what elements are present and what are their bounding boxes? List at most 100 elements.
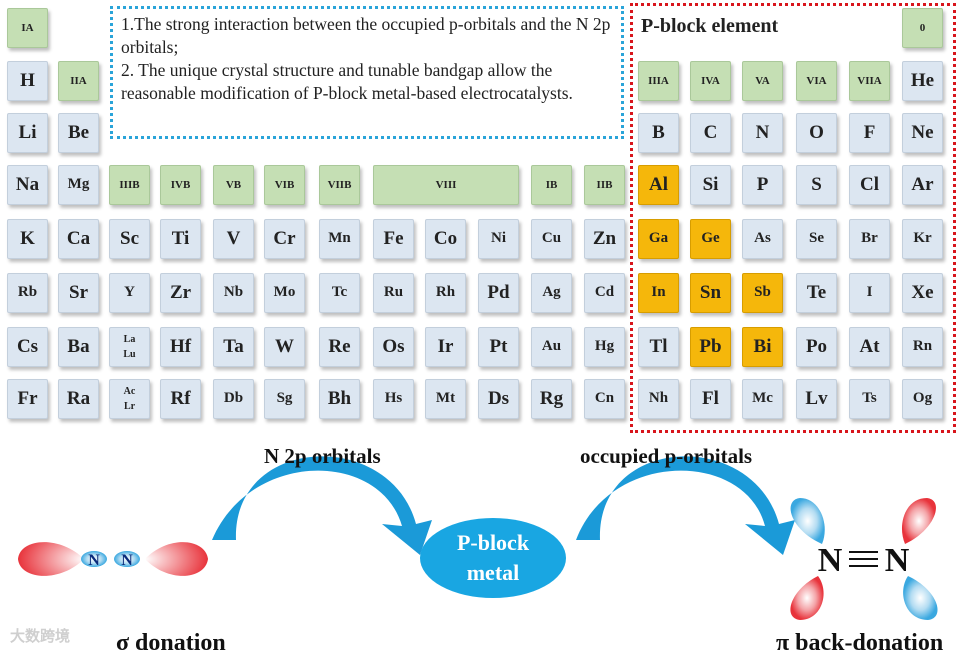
sigma-n-atom-2: N	[121, 552, 133, 569]
element-cell: Tl	[638, 327, 679, 367]
pi-lobe-top-left	[790, 498, 825, 544]
element-cell: Tc	[319, 273, 360, 313]
element-cell: He	[902, 61, 943, 101]
bonding-diagram: N N P-block metal N N	[18, 456, 938, 620]
element-cell: O	[796, 113, 837, 153]
element-cell: Nb	[213, 273, 254, 313]
element-cell: Ra	[58, 379, 99, 419]
n2-pi-molecule: N N	[790, 498, 938, 620]
element-cell: C	[690, 113, 731, 153]
element-cell: Mc	[742, 379, 783, 419]
donation-arrow	[212, 456, 432, 555]
sigma-n-lobe-1	[81, 551, 107, 567]
sigma-n-atom-1: N	[88, 552, 100, 569]
back-donation-arrow	[576, 456, 795, 555]
element-cell: Fe	[373, 219, 414, 259]
pi-lobe-bottom-right	[903, 576, 938, 620]
element-cell: Te	[796, 273, 837, 313]
element-cell: Be	[58, 113, 99, 153]
element-cell: Rb	[7, 273, 48, 313]
element-cell: Ca	[58, 219, 99, 259]
element-cell: W	[264, 327, 305, 367]
center-label-line-2: metal	[467, 560, 520, 585]
element-cell: Sg	[264, 379, 305, 419]
element-cell: Lv	[796, 379, 837, 419]
group-label: IIB	[584, 165, 625, 205]
element-cell: N	[742, 113, 783, 153]
group-label: VB	[213, 165, 254, 205]
pi-n-atom-1: N	[818, 542, 843, 579]
element-cell: I	[849, 273, 890, 313]
element-cell: Cl	[849, 165, 890, 205]
element-cell: Cu	[531, 219, 572, 259]
element-cell: Rn	[902, 327, 943, 367]
group-label: IA	[7, 8, 48, 48]
group-label: VIIB	[319, 165, 360, 205]
p-block-title: P-block element	[641, 15, 779, 37]
element-cell: Ds	[478, 379, 519, 419]
occupied-p-orbitals-label: occupied p-orbitals	[580, 444, 753, 468]
element-cell: Os	[373, 327, 414, 367]
sigma-orbital-left-lobe	[18, 542, 84, 576]
group-label: VIA	[796, 61, 837, 101]
element-cell: Na	[7, 165, 48, 205]
element-cell: Po	[796, 327, 837, 367]
element-cell: Ta	[213, 327, 254, 367]
element-cell: Re	[319, 327, 360, 367]
element-cell: Bh	[319, 379, 360, 419]
element-cell: Li	[7, 113, 48, 153]
n2-sigma-molecule: N N	[18, 542, 208, 576]
element-cell: Mn	[319, 219, 360, 259]
sigma-donation-label: σ donation	[116, 630, 226, 656]
element-cell: Br	[849, 219, 890, 259]
element-cell: Sb	[742, 273, 783, 313]
element-cell: Ge	[690, 219, 731, 259]
element-cell: Cd	[584, 273, 625, 313]
element-cell: Co	[425, 219, 466, 259]
element-cell: Cn	[584, 379, 625, 419]
element-cell: Hs	[373, 379, 414, 419]
n2p-orbitals-label: N 2p orbitals	[264, 444, 381, 468]
pi-n-atom-2: N	[885, 542, 910, 579]
element-cell: Ts	[849, 379, 890, 419]
element-cell: Bi	[742, 327, 783, 367]
pi-lobe-top-right	[901, 498, 936, 544]
element-cell: Ni	[478, 219, 519, 259]
element-cell: Ga	[638, 219, 679, 259]
element-cell: Hf	[160, 327, 201, 367]
element-cell: Kr	[902, 219, 943, 259]
element-cell: Pd	[478, 273, 519, 313]
note-box: 1.The strong interaction between the occ…	[110, 6, 624, 139]
group-label: VIB	[264, 165, 305, 205]
element-cell: Rg	[531, 379, 572, 419]
element-cell: In	[638, 273, 679, 313]
group-label: IIA	[58, 61, 99, 101]
element-cell: Ag	[531, 273, 572, 313]
element-cell: Rh	[425, 273, 466, 313]
group-label: IIIA	[638, 61, 679, 101]
element-cell: Sr	[58, 273, 99, 313]
element-cell: Cr	[264, 219, 305, 259]
element-cell: Al	[638, 165, 679, 205]
element-cell: B	[638, 113, 679, 153]
element-cell: As	[742, 219, 783, 259]
group-label: VIII	[373, 165, 519, 205]
p-block-frame	[630, 3, 956, 433]
element-cell: S	[796, 165, 837, 205]
group-label: IVB	[160, 165, 201, 205]
note-line-2: 2. The unique crystal structure and tuna…	[121, 60, 573, 103]
watermark: 大数跨境	[10, 627, 71, 645]
element-cell: Ir	[425, 327, 466, 367]
element-cell: Og	[902, 379, 943, 419]
element-cell: Ba	[58, 327, 99, 367]
element-cell: Ar	[902, 165, 943, 205]
pi-back-donation-label: π back-donation	[776, 630, 944, 656]
sigma-orbital-right-lobe	[145, 542, 208, 576]
element-cell: Se	[796, 219, 837, 259]
element-cell: Sn	[690, 273, 731, 313]
sigma-n-lobe-2	[114, 551, 140, 567]
element-cell: F	[849, 113, 890, 153]
note-line-1: 1.The strong interaction between the occ…	[121, 14, 611, 57]
